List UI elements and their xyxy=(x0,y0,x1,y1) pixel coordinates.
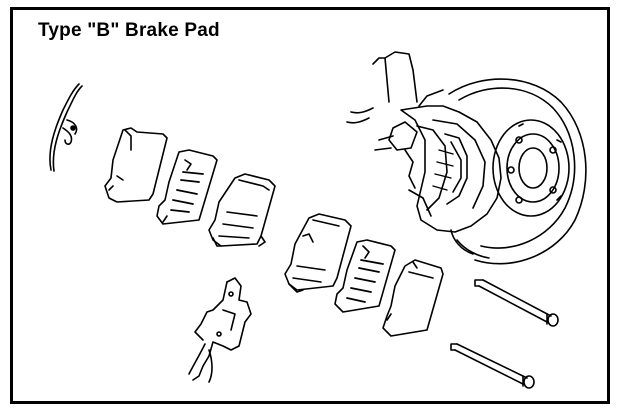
brake-pad-outer xyxy=(209,174,275,246)
caliper-assembly xyxy=(347,52,501,232)
pad-pin-lower xyxy=(451,344,534,388)
brake-pad-inner xyxy=(285,214,351,292)
anti-squeal-shim-outer-2 xyxy=(383,260,443,336)
diagram-frame: Type "B" Brake Pad xyxy=(10,7,610,404)
pad-support-plate xyxy=(189,278,251,382)
disc-rotor xyxy=(449,79,586,264)
anti-squeal-spring xyxy=(50,84,82,171)
anti-squeal-shim-inner-2 xyxy=(335,240,395,312)
anti-squeal-shim-inner xyxy=(157,150,217,224)
pad-pin-upper xyxy=(475,280,558,326)
diagram-title: Type "B" Brake Pad xyxy=(38,20,220,41)
anti-squeal-shim-outer xyxy=(105,128,167,202)
exploded-view-drawing xyxy=(13,10,613,407)
